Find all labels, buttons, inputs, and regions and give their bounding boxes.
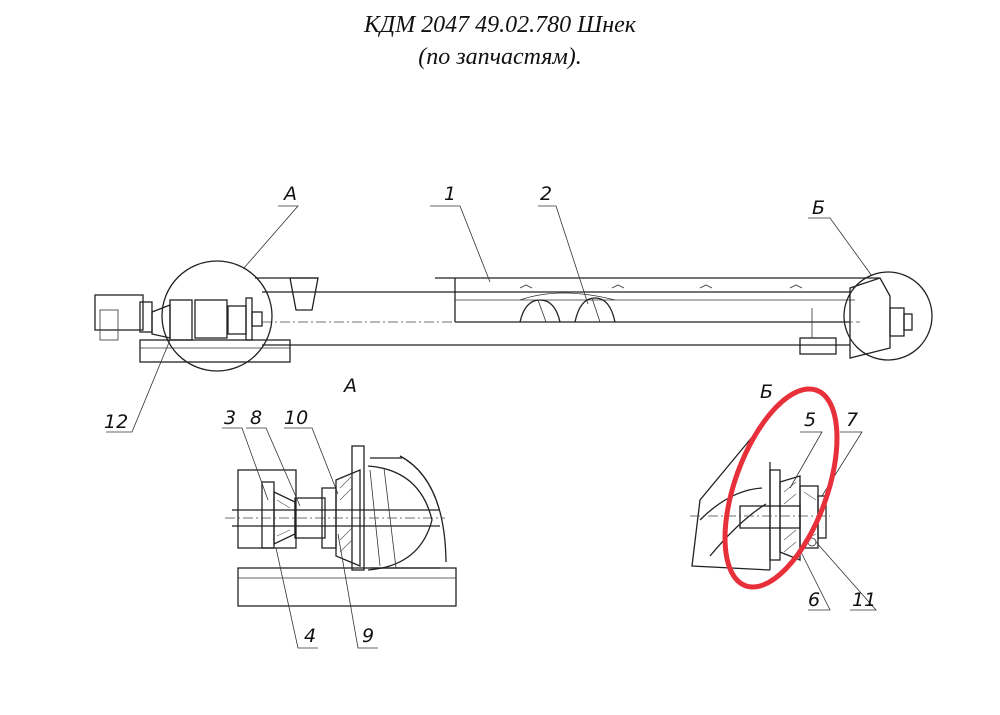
- callout-3: 3: [224, 407, 236, 429]
- main-assembly-view: [94, 260, 933, 372]
- detail-circle-a: [161, 260, 273, 372]
- detail-circle-b: [843, 271, 933, 361]
- callout-8: 8: [250, 407, 262, 429]
- callout-1: 1: [444, 183, 456, 205]
- callout-12: 12: [104, 411, 128, 433]
- detail-a-leaders: [222, 427, 378, 649]
- drive-base-frame: [139, 339, 291, 363]
- detail-b-view: [690, 429, 830, 571]
- callout-6: 6: [808, 589, 820, 611]
- label-detail-b-title: Б: [760, 381, 773, 403]
- label-view-b-callout: Б: [812, 197, 825, 219]
- detail-a-view: [225, 445, 457, 607]
- callout-10: 10: [284, 407, 308, 429]
- callout-4: 4: [304, 625, 316, 647]
- main-view-leaders: [106, 205, 873, 433]
- drawing-subtitle: (по запчастям).: [418, 44, 582, 70]
- callout-2: 2: [540, 183, 552, 205]
- callout-5: 5: [804, 409, 816, 431]
- motor-body: [94, 294, 144, 331]
- drawing-title: КДМ 2047 49.02.780 Шнек: [363, 12, 636, 38]
- callout-11: 11: [852, 589, 876, 611]
- callout-7: 7: [846, 409, 858, 431]
- detail-b-leaders: [789, 431, 877, 611]
- callout-9: 9: [362, 625, 374, 647]
- label-detail-a-title: А: [342, 375, 357, 397]
- label-view-a-callout: А: [282, 183, 297, 205]
- highlight-ellipse: [722, 386, 840, 590]
